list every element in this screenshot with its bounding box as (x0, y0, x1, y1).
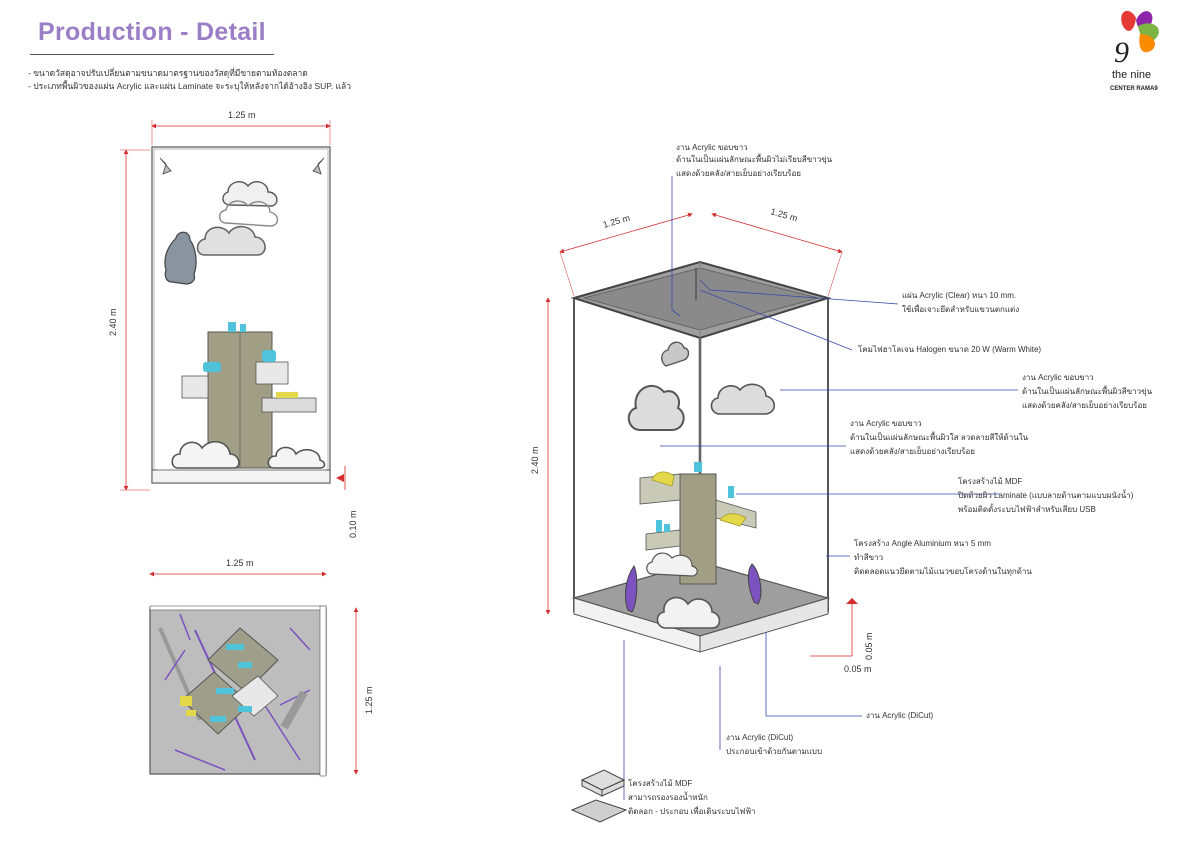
svg-text:โครงสร้างไม้ MDF: โครงสร้างไม้ MDF (958, 476, 1022, 486)
top-width-label: 1.25 m (226, 558, 254, 568)
logo-subtitle: CENTER RAMA9 (1110, 86, 1158, 92)
annotation-acrylic-dicut-assembly: งาน Acrylic (DiCut) ประกอบเข้าด้วยกันตาม… (726, 733, 822, 756)
note-line-2: - ประเภทพื้นผิวของแผ่น Acrylic และแผ่น L… (28, 81, 351, 91)
title-underline (30, 54, 274, 55)
svg-text:งาน Acrylic ขอบขาว: งาน Acrylic ขอบขาว (676, 143, 748, 152)
front-cloud-mid (196, 225, 266, 256)
svg-text:แสดงด้วยคลัง/สายเย็บอย่างเรียบ: แสดงด้วยคลัง/สายเย็บอย่างเรียบร้อย (850, 446, 975, 456)
iso-height-label: 2.40 m (530, 446, 540, 474)
top-view: 1.25 m 1.25 m (149, 558, 374, 777)
svg-text:โครงสร้างไม้ MDF: โครงสร้างไม้ MDF (628, 778, 692, 788)
front-height-label: 2.40 m (108, 308, 118, 336)
annotation-halogen: โคมไฟฮาโลเจน Halogen ขนาด 20 W (Warm Whi… (858, 344, 1041, 354)
front-standing-blob (164, 231, 197, 285)
svg-text:ทำสีขาว: ทำสีขาว (854, 553, 883, 562)
front-lamp-right (312, 157, 325, 175)
svg-text:แสดงด้วยคลัง/สายเย็บอย่างเรียบ: แสดงด้วยคลัง/สายเย็บอย่างเรียบร้อย (1022, 400, 1147, 410)
front-width-label: 1.25 m (228, 110, 256, 120)
isometric-view: 1.25 m 1.25 m 2.40 m 0.05 m 0.05 m (530, 206, 874, 674)
svg-text:ด้านในเป็นแผ่นลักษณะพื้นผิวไม่: ด้านในเป็นแผ่นลักษณะพื้นผิวไม่เรียบสีขาว… (676, 153, 833, 164)
front-elevation: 1.25 m 2.40 m 0.10 m (108, 110, 358, 538)
iso-base-width-label: 0.05 m (844, 664, 872, 674)
iso-base-height-label: 0.05 m (864, 632, 874, 660)
logo-leaf-red (1121, 10, 1136, 31)
svg-text:โคมไฟฮาโลเจน Halogen ขนาด 20 W: โคมไฟฮาโลเจน Halogen ขนาด 20 W (Warm Whi… (858, 344, 1041, 354)
annotation-acrylic-right-cloud: งาน Acrylic ขอบขาว ด้านในเป็นแผ่นลักษณะพ… (1022, 373, 1153, 410)
svg-text:ด้านในเป็นแผ่นลักษณะพื้นผิวสีข: ด้านในเป็นแผ่นลักษณะพื้นผิวสีขาวขุ่น (1022, 385, 1153, 396)
the-nine-logo: 9 the nine CENTER RAMA9 (1110, 10, 1159, 92)
svg-text:งาน Acrylic (DiCut): งาน Acrylic (DiCut) (866, 711, 934, 720)
front-lamp-left (159, 157, 172, 175)
svg-text:พร้อมติดตั้งระบบไฟฟ้าสำหรับเสี: พร้อมติดตั้งระบบไฟฟ้าสำหรับเสียบ USB (958, 503, 1096, 514)
logo-wordmark: the nine (1112, 69, 1151, 81)
svg-text:งาน Acrylic ขอบขาว: งาน Acrylic ขอบขาว (1022, 373, 1094, 382)
iso-cloud-left (627, 385, 685, 431)
svg-text:ติดลอก - ประกอบ เพื่อเดินระบบไ: ติดลอก - ประกอบ เพื่อเดินระบบไฟฟ้า (628, 805, 755, 816)
logo-leaf-orange (1139, 34, 1155, 53)
svg-text:แสดงด้วยคลัง/สายเย็บอย่างเรียบ: แสดงด้วยคลัง/สายเย็บอย่างเรียบร้อย (676, 168, 801, 178)
svg-text:ประกอบเข้าด้วยกันตามแบบ: ประกอบเข้าด้วยกันตามแบบ (726, 747, 822, 756)
svg-text:ติดตลอดแนวยึดตามไม้แนวขอบโครงด: ติดตลอดแนวยึดตามไม้แนวขอบโครงด้านในทุกด้… (854, 566, 1032, 576)
front-cloud-top (222, 181, 278, 207)
svg-text:ใช้เพื่อเจาะยึดสำหรับแขวนตกแต่: ใช้เพื่อเจาะยึดสำหรับแขวนตกแต่ง (902, 303, 1019, 314)
iso-cloud-bottom (656, 596, 721, 629)
svg-text:ปิดด้วยผิว Laminate (แบบลายด้า: ปิดด้วยผิว Laminate (แบบลายด้านตามแบบผนั… (957, 489, 1133, 500)
annotation-acrylic-clear: แผ่น Acrylic (Clear) หนา 10 mm. ใช้เพื่อ… (902, 291, 1019, 314)
svg-text:ด้านในเป็นแผ่นลักษณะพื้นผิวใส: ด้านในเป็นแผ่นลักษณะพื้นผิวใส ลวดลายสีให… (850, 431, 1029, 442)
front-cloud-bottom-right (267, 446, 326, 469)
annotation-acrylic-left-cloud: งาน Acrylic ขอบขาว ด้านในเป็นแผ่นลักษณะพ… (850, 419, 1029, 456)
annotation-mdf-laminate: โครงสร้างไม้ MDF ปิดด้วยผิว Laminate (แบ… (957, 476, 1133, 514)
svg-text:แผ่น Acrylic (Clear) หนา 10 mm: แผ่น Acrylic (Clear) หนา 10 mm. (902, 291, 1016, 300)
logo-numeral: 9 (1114, 36, 1129, 69)
svg-text:งาน Acrylic (DiCut): งาน Acrylic (DiCut) (726, 733, 794, 742)
page-title: Production - Detail (38, 18, 266, 46)
iso-right-width-label: 1.25 m (769, 206, 798, 223)
note-line-1: - ขนาดวัสดุอาจปรับเปลี่ยนตามขนาดมาตรฐานข… (28, 68, 308, 78)
iso-cloud-right (710, 383, 776, 415)
annotation-acrylic-top: งาน Acrylic ขอบขาว ด้านในเป็นแผ่นลักษณะพ… (676, 143, 833, 178)
svg-text:งาน Acrylic ขอบขาว: งาน Acrylic ขอบขาว (850, 419, 922, 428)
front-base (151, 469, 331, 484)
annotation-aluminium-frame: โครงสร้าง Angle Aluminium หนา 5 mm ทำสีข… (854, 538, 1032, 576)
svg-text:โครงสร้าง Angle Aluminium หนา: โครงสร้าง Angle Aluminium หนา 5 mm (854, 538, 991, 548)
front-cloud-bottom-left (171, 441, 240, 469)
svg-text:สามารถรองรองน้ำหนัก: สามารถรองรองน้ำหนัก (628, 791, 708, 802)
front-base-label: 0.10 m (348, 510, 358, 538)
leader-lines (623, 176, 1018, 800)
base-sketch-icon (570, 769, 628, 823)
iso-left-width-label: 1.25 m (602, 213, 631, 230)
annotation-acrylic-dicut: งาน Acrylic (DiCut) (866, 711, 934, 720)
iso-cloud-top (661, 341, 690, 367)
annotation-mdf-base: โครงสร้างไม้ MDF สามารถรองรองน้ำหนัก ติด… (628, 778, 755, 816)
top-depth-label: 1.25 m (364, 686, 374, 714)
